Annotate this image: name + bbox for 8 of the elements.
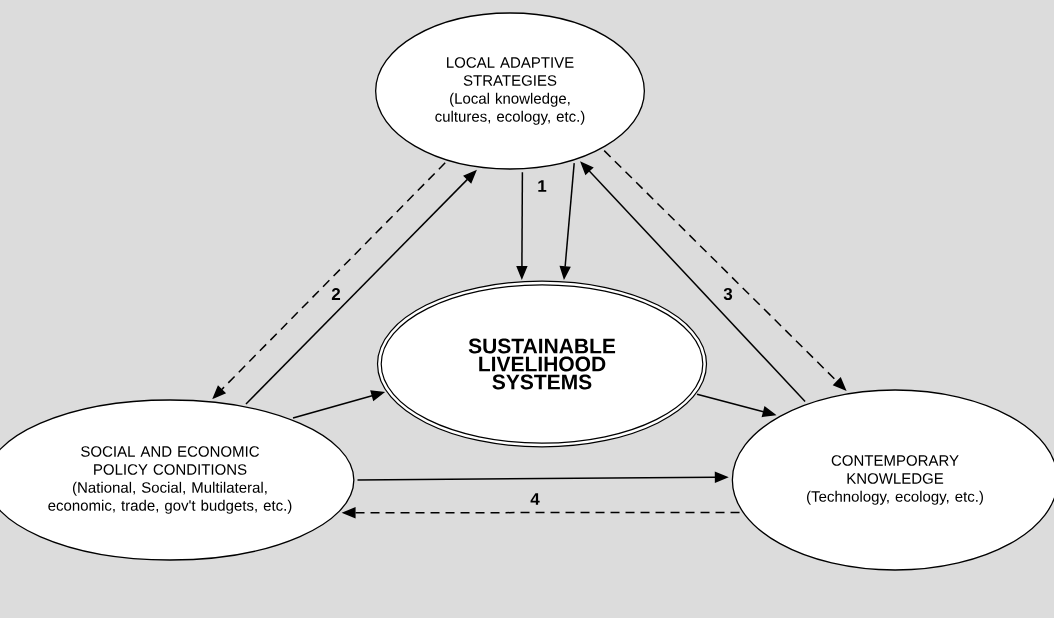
edge-label: 1 (536, 179, 548, 193)
arrow (580, 161, 806, 403)
ellipse-node: LOCAL ADAPTIVE STRATEGIES (Local knowledge, cultures, ecology, etc.) (375, 12, 645, 170)
edge-label: 3 (722, 286, 734, 302)
ellipse-node: SUSTAINABLE LIVELIHOOD SYSTEMS (376, 280, 708, 448)
edge-label: 2 (330, 287, 342, 301)
ellipse-node: CONTEMPORARY KNOWLEDGE (Technology, ecology, etc.) (731, 389, 1054, 571)
edge-label: 4 (529, 492, 541, 506)
